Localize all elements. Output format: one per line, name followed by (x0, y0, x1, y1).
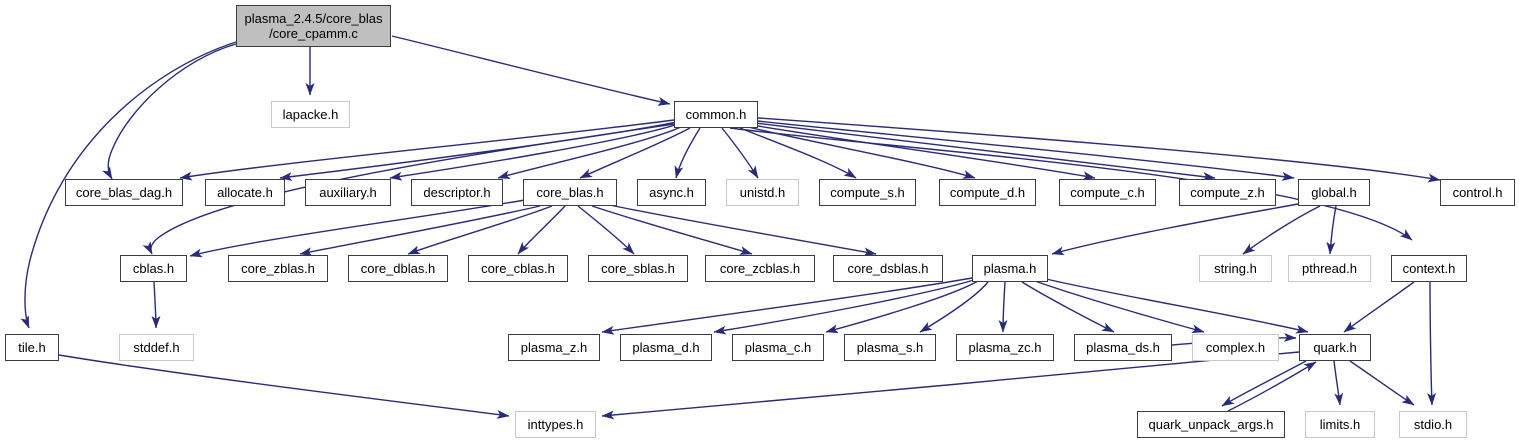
graph-edge-common-to-async (674, 127, 701, 179)
graph-edge-quark-to-stdio (1349, 360, 1415, 406)
graph-edge-global-to-string (1242, 205, 1321, 255)
graph-node-context[interactable]: context.h (1391, 255, 1467, 282)
graph-node-core_dblas[interactable]: core_dblas.h (348, 255, 448, 282)
graph-node-stddef[interactable]: stddef.h (119, 334, 194, 361)
graph-edge-plasma-to-plasma_s (919, 281, 989, 333)
graph-edge-context-to-stdio (1427, 281, 1436, 406)
graph-node-unistd[interactable]: unistd.h (726, 179, 799, 206)
graph-edge-common-to-global (756, 120, 1295, 181)
graph-node-allocate[interactable]: allocate.h (205, 179, 285, 206)
graph-node-core_sblas[interactable]: core_sblas.h (588, 255, 688, 282)
graph-node-compute_z[interactable]: compute_z.h (1179, 179, 1276, 206)
graph-edge-plasma-to-quark (1045, 278, 1309, 334)
graph-node-core_blas_dag[interactable]: core_blas_dag.h (65, 179, 183, 206)
graph-edge-plasma-to-plasma_ds (1021, 281, 1115, 333)
graph-edge-root-to-core_blas_dag (102, 43, 237, 180)
graph-edge-plasma-to-plasma_c (825, 280, 979, 334)
graph-node-control[interactable]: control.h (1440, 179, 1515, 206)
graph-edge-global-to-pthread (1326, 205, 1337, 255)
graph-edge-core_blas-to-core_zcblas (591, 205, 753, 255)
graph-node-plasma_s[interactable]: plasma_s.h (844, 334, 936, 361)
graph-edge-common-to-compute_c (751, 124, 1096, 181)
graph-edge-plasma-to-complex (1034, 280, 1205, 334)
graph-edge-core_blas-to-core_sblas (577, 205, 635, 255)
graph-edge-common-to-auxiliary (389, 123, 679, 181)
graph-edge-quark_unpack-to-quark (1227, 361, 1317, 412)
graph-edge-core_blas-to-core_cblas (517, 205, 566, 255)
graph-edge-core_blas-to-core_dblas (407, 205, 553, 255)
graph-node-plasma[interactable]: plasma.h (972, 255, 1048, 282)
graph-edge-plasma-to-plasma_d (713, 279, 975, 335)
graph-node-pthread[interactable]: pthread.h (1288, 255, 1371, 282)
graph-node-quark[interactable]: quark.h (1299, 334, 1371, 361)
graph-node-cblas[interactable]: cblas.h (120, 255, 187, 282)
graph-node-plasma_z[interactable]: plasma_z.h (508, 334, 600, 361)
graph-node-plasma_d[interactable]: plasma_d.h (620, 334, 712, 361)
graph-edge-common-to-control (757, 117, 1441, 183)
graph-node-core_zblas[interactable]: core_zblas.h (228, 255, 328, 282)
graph-edge-core_blas-to-core_zblas (299, 205, 541, 257)
graph-node-tile[interactable]: tile.h (5, 334, 59, 361)
graph-edge-common-to-allocate (279, 121, 677, 182)
graph-edge-common-to-descriptor (497, 125, 684, 180)
graph-node-root[interactable]: plasma_2.4.5/core_blas /core_cpamm.c (236, 5, 391, 47)
graph-node-global[interactable]: global.h (1298, 179, 1370, 206)
graph-node-compute_c[interactable]: compute_c.h (1059, 179, 1156, 206)
graph-edge-quark-to-inttypes (601, 351, 1300, 420)
graph-node-lapacke[interactable]: lapacke.h (271, 101, 350, 128)
graph-node-auxiliary[interactable]: auxiliary.h (305, 179, 391, 206)
graph-edge-common-to-context (729, 127, 1413, 241)
graph-node-quark_unpack[interactable]: quark_unpack_args.h (1137, 411, 1285, 438)
graph-edge-common-to-unistd (721, 127, 759, 179)
graph-edge-plasma-to-plasma_z (601, 277, 973, 335)
graph-edge-common-to-compute_s (739, 127, 857, 179)
graph-node-plasma_ds[interactable]: plasma_ds.h (1074, 334, 1172, 361)
graph-edge-quark-to-limits (1333, 360, 1344, 406)
graph-edge-common-to-core_blas_dag (179, 119, 675, 181)
graph-edge-root-to-tile (20, 41, 237, 329)
graph-edge-global-to-plasma (1051, 203, 1299, 256)
graph-node-core_dsblas[interactable]: core_dsblas.h (833, 255, 943, 282)
graph-edge-common-to-compute_z (754, 122, 1216, 181)
graph-node-core_cblas[interactable]: core_cblas.h (468, 255, 568, 282)
graph-edge-core_blas-to-core_dsblas (604, 203, 877, 257)
graph-node-plasma_c[interactable]: plasma_c.h (732, 334, 824, 361)
graph-node-string[interactable]: string.h (1199, 255, 1272, 282)
graph-node-common[interactable]: common.h (674, 101, 758, 128)
graph-node-limits[interactable]: limits.h (1305, 411, 1375, 438)
graph-edge-plasma-to-plasma_zc (998, 281, 1008, 333)
graph-node-async[interactable]: async.h (637, 179, 706, 206)
graph-node-complex[interactable]: complex.h (1192, 334, 1279, 361)
graph-node-inttypes[interactable]: inttypes.h (515, 411, 596, 438)
graph-node-compute_s[interactable]: compute_s.h (819, 179, 916, 206)
graph-node-core_zcblas[interactable]: core_zcblas.h (705, 255, 815, 282)
graph-edge-root-to-common (391, 35, 671, 106)
graph-edge-quark-to-quark_unpack (1221, 360, 1307, 407)
graph-node-compute_d[interactable]: compute_d.h (939, 179, 1036, 206)
graph-edge-cblas-to-stddef (151, 281, 161, 329)
graph-edge-context-to-quark (1343, 281, 1415, 333)
graph-edge-common-to-core_blas (579, 127, 691, 179)
graph-edge-tile-to-inttypes (58, 354, 510, 419)
graph-edge-core_blas-to-cblas (189, 199, 526, 258)
graph-node-stdio[interactable]: stdio.h (1399, 411, 1467, 438)
graph-node-descriptor[interactable]: descriptor.h (411, 179, 503, 206)
graph-node-plasma_zc[interactable]: plasma_zc.h (956, 334, 1054, 361)
graph-node-core_blas[interactable]: core_blas.h (523, 179, 617, 206)
